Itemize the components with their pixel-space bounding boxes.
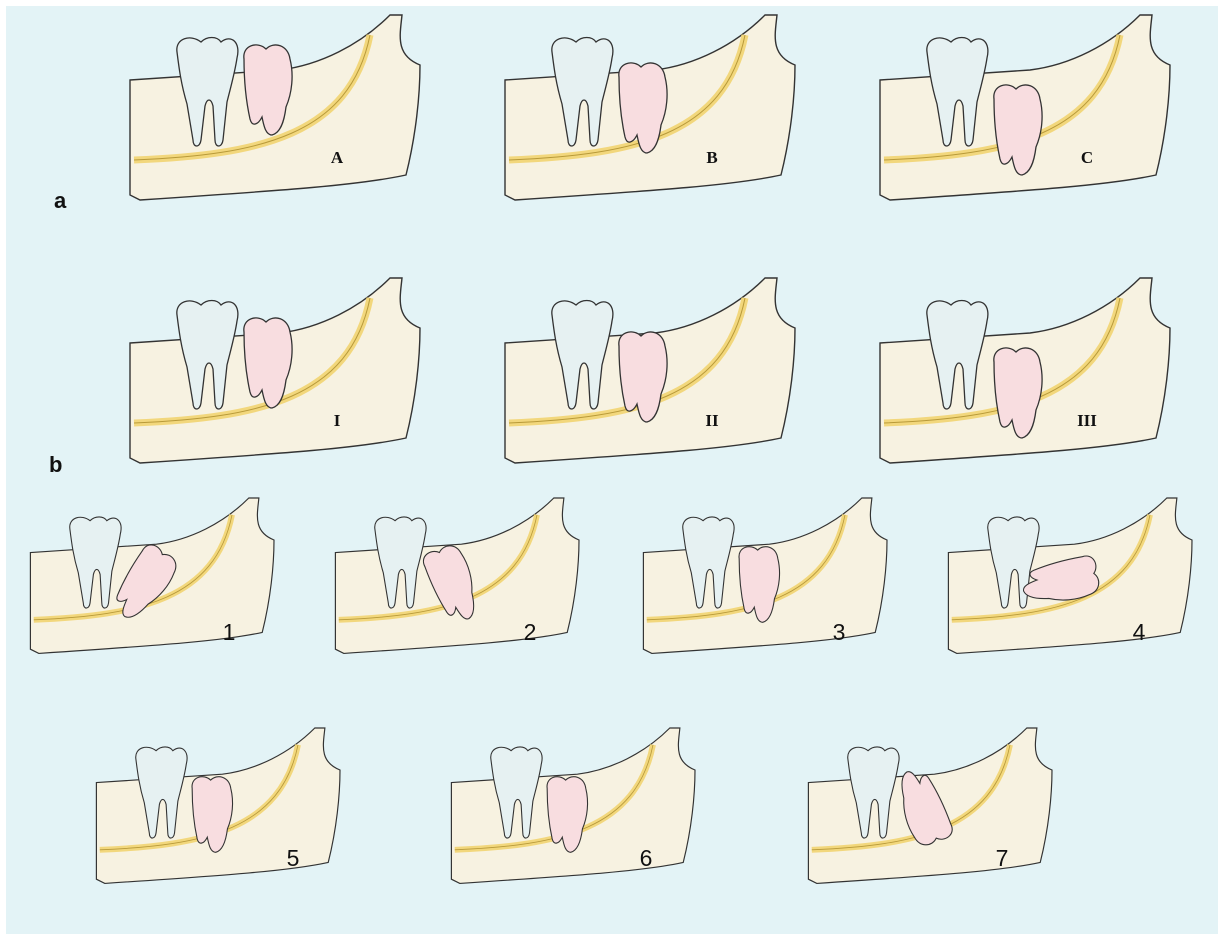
panel-label-5: 5 xyxy=(287,845,300,871)
panel-label-iii: III xyxy=(1077,411,1097,430)
panel-label-b: B xyxy=(706,148,717,167)
panel-ii xyxy=(505,278,795,463)
panel-3 xyxy=(643,498,887,653)
panel-label-6: 6 xyxy=(640,845,653,871)
panel-b xyxy=(505,15,795,200)
panel-label-c: C xyxy=(1081,148,1093,167)
panel-2 xyxy=(335,498,579,653)
panel-label-a: A xyxy=(331,148,344,167)
panel-c xyxy=(880,15,1170,200)
section-label-b: b xyxy=(49,452,62,477)
panel-1 xyxy=(30,498,274,653)
panel-label-i: I xyxy=(334,411,341,430)
panel-i xyxy=(130,278,420,463)
panel-4 xyxy=(948,498,1192,653)
section-label-a: a xyxy=(54,188,67,213)
panel-label-2: 2 xyxy=(524,619,537,645)
panel-label-1: 1 xyxy=(223,619,236,645)
panel-7 xyxy=(808,728,1052,883)
panel-label-ii: II xyxy=(705,411,719,430)
panel-5 xyxy=(96,728,340,883)
panel-iii xyxy=(880,278,1170,463)
panel-label-4: 4 xyxy=(1133,619,1146,645)
panel-label-7: 7 xyxy=(996,845,1009,871)
panel-6 xyxy=(451,728,695,883)
panel-label-3: 3 xyxy=(833,619,846,645)
panel-a xyxy=(130,15,420,200)
